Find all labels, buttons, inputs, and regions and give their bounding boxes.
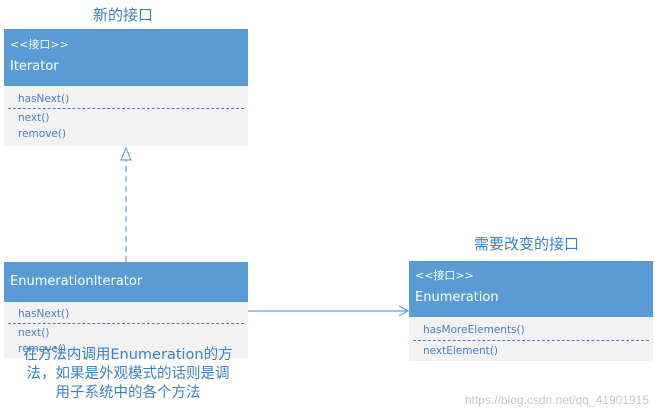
iterator-interface-box[interactable]: <<接口>> Iterator hasNext() next() remove(… [4,29,248,146]
iterator-separator [8,108,244,109]
enumeration-iterator-method-next: next() [18,327,50,339]
enumeration-iterator-name: EnumerationIterator [10,274,143,289]
iterator-method-next: next() [18,112,50,124]
note-line-3: 用子系统中的各个方法 [55,385,201,401]
note-line-1: 在方法内调用Enumeration的方 [23,347,233,363]
enumeration-separator [413,340,649,341]
enumeration-stereotype: <<接口>> [415,269,474,282]
association-arrowhead-icon [398,305,410,317]
enumeration-iterator-separator [8,323,244,324]
enumeration-header: <<接口>> Enumeration [409,261,653,317]
enumeration-method-nextelement: nextElement() [423,345,498,357]
caption-interface-to-change: 需要改变的接口 [474,235,580,253]
enumeration-method-hasmoreelements: hasMoreElements() [423,324,525,336]
enumeration-name: Enumeration [415,290,499,305]
caption-new-interface: 新的接口 [93,6,154,24]
watermark: https://blog.csdn.net/qq_41901915 [464,393,649,407]
enumeration-iterator-box[interactable]: EnumerationIterator hasNext() next() rem… [4,262,248,358]
enumeration-interface-box[interactable]: <<接口>> Enumeration hasMoreElements() nex… [409,261,653,361]
enumeration-iterator-method-hasnext: hasNext() [18,308,70,320]
iterator-stereotype: <<接口>> [10,38,69,51]
iterator-name: Iterator [10,59,59,74]
realization-arrowhead-icon [120,146,132,161]
enumeration-iterator-header: EnumerationIterator [4,262,248,302]
note-text: 在方法内调用Enumeration的方 法，如果是外观模式的话则是调 用子系统中… [8,346,248,403]
iterator-method-hasnext: hasNext() [18,93,70,105]
note-line-2: 法，如果是外观模式的话则是调 [26,366,230,382]
iterator-header: <<接口>> Iterator [4,29,248,86]
iterator-method-remove: remove() [18,128,67,140]
enumeration-iterator-method-remove: remove() [18,343,67,355]
